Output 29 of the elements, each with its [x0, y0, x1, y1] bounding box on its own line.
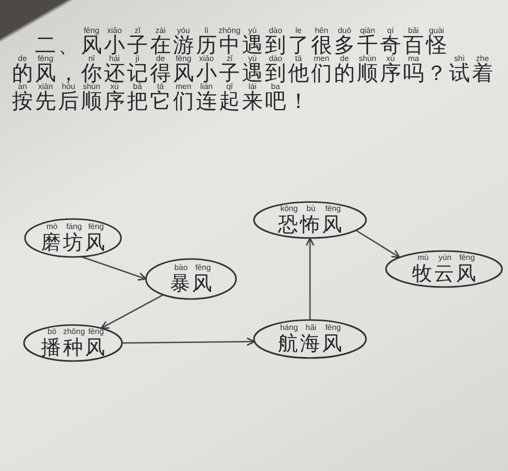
- node-label: 牧云风: [411, 262, 478, 284]
- arrow: [100, 294, 164, 329]
- arrow: [122, 337, 256, 346]
- pinyin-line: háng hǎi fēng: [279, 324, 342, 332]
- ellipse-node: [145, 258, 237, 300]
- node-label: 播种风: [40, 336, 107, 358]
- node-label: 暴风: [169, 272, 214, 294]
- arrow: [356, 230, 400, 258]
- ellipse-node: [253, 201, 367, 239]
- pinyin-line: mù yún fēng: [416, 254, 476, 262]
- instruction-text: 二、风小子在游历中遇到了很多千奇百怪: [35, 35, 449, 55]
- node-label: 恐怖风: [277, 213, 344, 235]
- ellipse-node: [24, 218, 122, 258]
- arrow: [81, 256, 147, 281]
- pinyin-line: bào fēng: [173, 264, 212, 272]
- pinyin-line: de fēng nǐ hái jì de fēng xiǎo zǐ yù dào tā men de shùn xù ma shì zhe: [17, 55, 489, 63]
- arrow: [306, 237, 314, 320]
- ellipse-node: [253, 319, 367, 359]
- pinyin-line: àn xiān hòu shùn xù bǎ tā men lián qǐ lái ba: [18, 83, 280, 91]
- ellipse-node: [385, 250, 503, 288]
- pinyin-line: bō zhǒng fēng: [46, 328, 105, 336]
- instruction-text: 的风，你还记得风小子遇到他们的顺序吗？试着: [12, 63, 495, 83]
- pinyin-line: fēng xiǎo zǐ zài yóu lì zhōng yù dào le hěn duō qiān qí bǎi guài: [82, 27, 446, 35]
- node-label: 磨坊风: [40, 231, 107, 253]
- ellipse-node: [23, 324, 123, 362]
- pinyin-line: kǒng bù fēng: [279, 205, 342, 213]
- node-label: 航海风: [277, 332, 344, 354]
- instruction-text: 按先后顺序把它们连起来吧！: [12, 91, 311, 111]
- pinyin-line: mò fáng fēng: [45, 223, 105, 231]
